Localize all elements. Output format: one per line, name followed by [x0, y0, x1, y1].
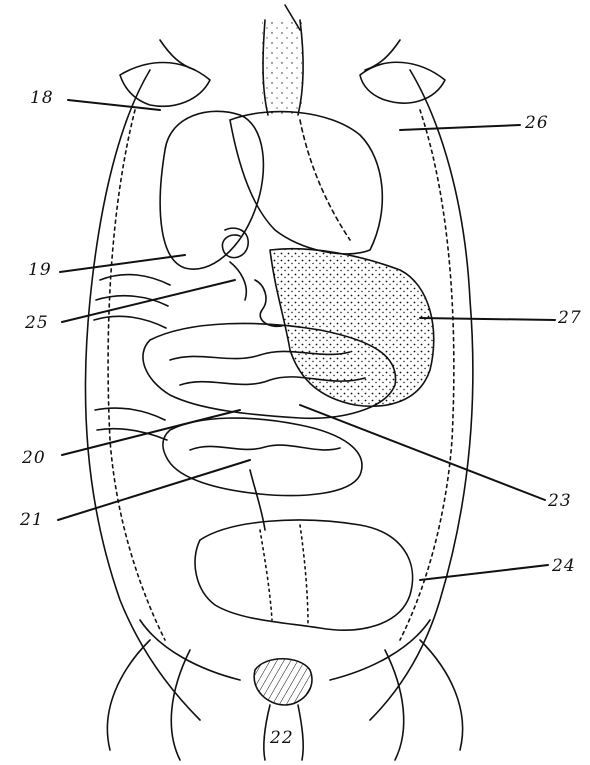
stomach [270, 249, 434, 407]
inner-wall-left [108, 110, 165, 640]
coil [222, 228, 248, 300]
leader-26 [400, 125, 520, 130]
leader-27 [420, 318, 555, 320]
label-18: 18 [30, 90, 54, 107]
label-23: 23 [548, 493, 572, 510]
bladder [195, 520, 413, 630]
label-25: 25 [25, 315, 49, 332]
leader-21 [58, 460, 250, 520]
leader-18 [68, 100, 160, 110]
forelimb-left [120, 63, 210, 107]
leader-24 [420, 565, 548, 580]
label-24: 24 [552, 558, 576, 575]
leader-25 [62, 280, 235, 322]
leader-23 [300, 405, 545, 500]
forelimb-right [360, 62, 445, 103]
label-26: 26 [525, 115, 549, 132]
lower-intestine [163, 418, 362, 496]
leader-20 [62, 410, 240, 455]
cloaca [254, 659, 312, 705]
label-27: 27 [558, 310, 582, 327]
hindlimb-left [107, 640, 190, 760]
lung-right [230, 112, 382, 254]
label-22: 22 [270, 730, 294, 747]
label-19: 19 [28, 262, 52, 279]
hindlimb-right [385, 640, 463, 760]
label-20: 20 [22, 450, 46, 467]
body-outline-left [85, 70, 200, 720]
leader-19 [60, 255, 185, 272]
label-21: 21 [20, 512, 44, 529]
